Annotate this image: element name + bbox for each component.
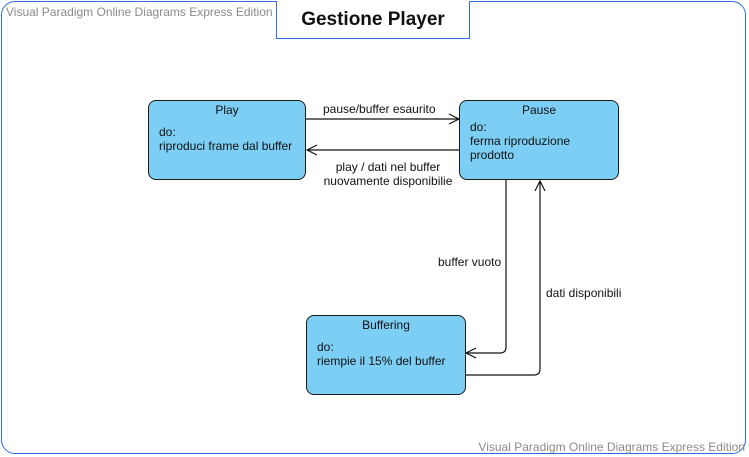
label-pause-to-play-line2: nuovamente disponibilie bbox=[323, 174, 453, 188]
state-pause[interactable]: Pause do: ferma riproduzione prodotto bbox=[459, 100, 619, 180]
state-play-activity: riproduci frame dal buffer bbox=[159, 139, 293, 153]
edge-buffering-to-pause[interactable] bbox=[466, 181, 540, 376]
diagram-title-box[interactable]: Gestione Player bbox=[276, 1, 470, 39]
label-play-to-pause: pause/buffer esaurito bbox=[323, 102, 436, 116]
state-pause-name: Pause bbox=[521, 103, 557, 117]
edge-pause-to-buffering[interactable] bbox=[466, 180, 507, 353]
state-pause-activity-line1: ferma riproduzione bbox=[470, 134, 571, 148]
watermark-top: Visual Paradigm Online Diagrams Express … bbox=[6, 5, 273, 19]
state-play-do: do: bbox=[159, 125, 176, 139]
state-play[interactable]: Play do: riproduci frame dal buffer bbox=[148, 100, 306, 180]
state-buffering-activity: riempie il 15% del buffer bbox=[317, 354, 446, 368]
label-pause-to-buffering: buffer vuoto bbox=[438, 255, 502, 269]
watermark-bottom: Visual Paradigm Online Diagrams Express … bbox=[478, 440, 745, 454]
state-pause-do: do: bbox=[470, 120, 487, 134]
label-pause-to-play: play / dati nel buffer nuovamente dispon… bbox=[318, 160, 458, 188]
state-pause-activity-line2: prodotto bbox=[470, 148, 515, 162]
label-buffering-to-pause: dati disponibili bbox=[546, 286, 622, 300]
diagram-title: Gestione Player bbox=[301, 8, 445, 30]
state-buffering[interactable]: Buffering do: riempie il 15% del buffer bbox=[306, 315, 466, 395]
state-buffering-name: Buffering bbox=[362, 318, 410, 332]
state-buffering-do: do: bbox=[317, 340, 334, 354]
label-pause-to-play-line1: play / dati nel buffer bbox=[335, 160, 441, 174]
state-play-name: Play bbox=[215, 103, 239, 117]
